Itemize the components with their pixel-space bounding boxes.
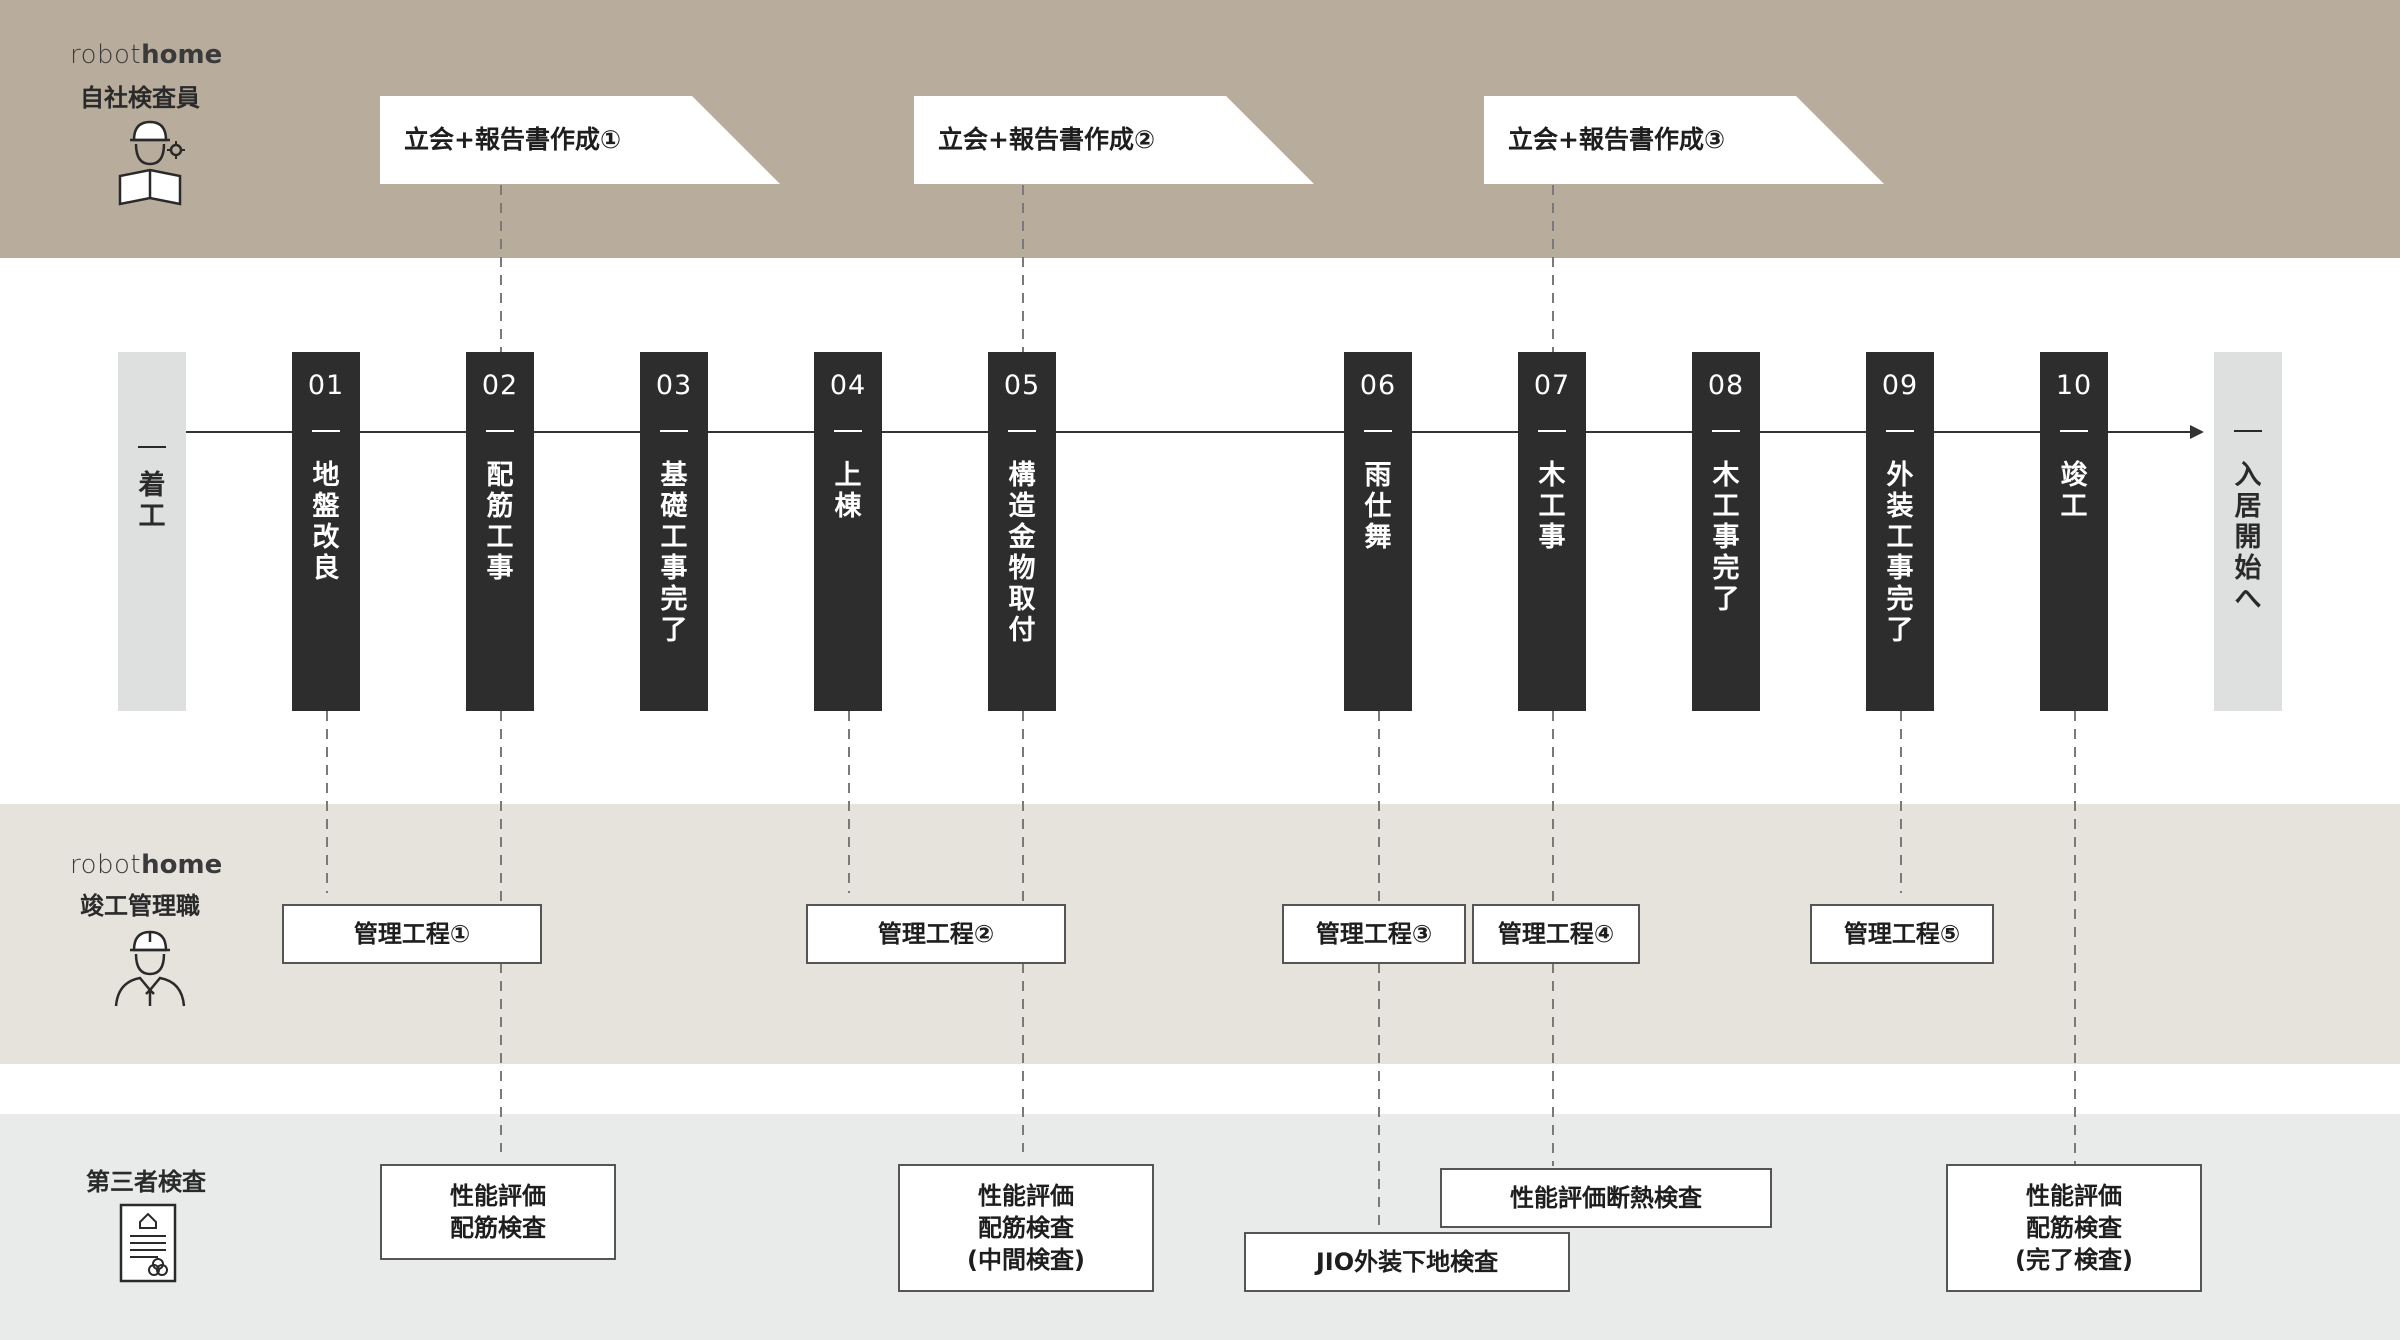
inspection-line: (中間検査) xyxy=(967,1246,1085,1274)
step-pillar-06: 06 雨仕舞 xyxy=(1344,352,1412,711)
step-label: 雨仕舞 xyxy=(1364,460,1392,553)
step-label: 地盤改良 xyxy=(312,460,340,584)
third-party-role-title: 第三者検査 xyxy=(86,1168,206,1196)
step-label: 基礎工事完了 xyxy=(660,460,688,646)
management-box-2: 管理工程② xyxy=(806,904,1066,964)
inspection-box-4: 性能評価断熱検査 xyxy=(1440,1168,1772,1228)
inspection-box-1: 性能評価 配筋検査 xyxy=(380,1164,616,1260)
inspection-line: 配筋検査 xyxy=(978,1214,1074,1242)
inspection-box-5: 性能評価 配筋検査 (完了検査) xyxy=(1946,1164,2202,1292)
step-pillar-08: 08 木工事完了 xyxy=(1692,352,1760,711)
start-label: 着工 xyxy=(138,470,166,532)
step-pillar-09: 09 外装工事完了 xyxy=(1866,352,1934,711)
inspection-box-3: JIO外装下地検査 xyxy=(1244,1232,1570,1292)
step-pillar-03: 03 基礎工事完了 xyxy=(640,352,708,711)
manager-worker-icon xyxy=(114,930,186,1007)
step-pillar-07: 07 木工事 xyxy=(1518,352,1586,711)
management-box-4: 管理工程④ xyxy=(1472,904,1640,964)
management-box-3: 管理工程③ xyxy=(1282,904,1466,964)
inspector-reading-icon xyxy=(118,120,185,206)
step-label: 上棟 xyxy=(834,460,862,522)
manager-role-title: 竣工管理職 xyxy=(80,892,200,920)
inspector-brand-logo: robothome xyxy=(70,40,223,70)
step-pillar-02: 02 配筋工事 xyxy=(466,352,534,711)
management-box-5: 管理工程⑤ xyxy=(1810,904,1994,964)
step-label: 木工事完了 xyxy=(1712,460,1740,615)
inspection-line: (完了検査) xyxy=(2015,1246,2133,1274)
step-label: 竣工 xyxy=(2060,460,2088,522)
inspection-line: 配筋検査 xyxy=(450,1214,546,1242)
end-cap: 入居開始へ xyxy=(2214,352,2282,711)
management-box-1: 管理工程① xyxy=(282,904,542,964)
inspection-line: 性能評価 xyxy=(450,1182,546,1210)
manager-brand-logo: robothome xyxy=(70,850,223,880)
inspector-role-title: 自社検査員 xyxy=(80,84,200,112)
inspection-box-2: 性能評価 配筋検査 (中間検査) xyxy=(898,1164,1154,1292)
step-label: 構造金物取付 xyxy=(1008,460,1036,646)
report-tag-2: 立会+報告書作成② xyxy=(914,96,1314,184)
step-pillar-10: 10 竣工 xyxy=(2040,352,2108,711)
report-tag-1: 立会+報告書作成① xyxy=(380,96,780,184)
step-label: 外装工事完了 xyxy=(1886,460,1914,646)
step-label: 木工事 xyxy=(1538,460,1566,553)
document-icon xyxy=(119,1203,177,1283)
timeline-arrowhead xyxy=(2190,425,2204,439)
step-label: 配筋工事 xyxy=(486,460,514,584)
inspection-line: 性能評価 xyxy=(2026,1182,2122,1210)
inspection-line: 配筋検査 xyxy=(2026,1214,2122,1242)
step-pillar-05: 05 構造金物取付 xyxy=(988,352,1056,711)
report-tag-3: 立会+報告書作成③ xyxy=(1484,96,1884,184)
step-pillar-04: 04 上棟 xyxy=(814,352,882,711)
inspection-line: 性能評価 xyxy=(978,1182,1074,1210)
end-label: 入居開始へ xyxy=(2234,460,2262,615)
step-pillar-01: 01 地盤改良 xyxy=(292,352,360,711)
start-cap: 着工 xyxy=(118,352,186,711)
